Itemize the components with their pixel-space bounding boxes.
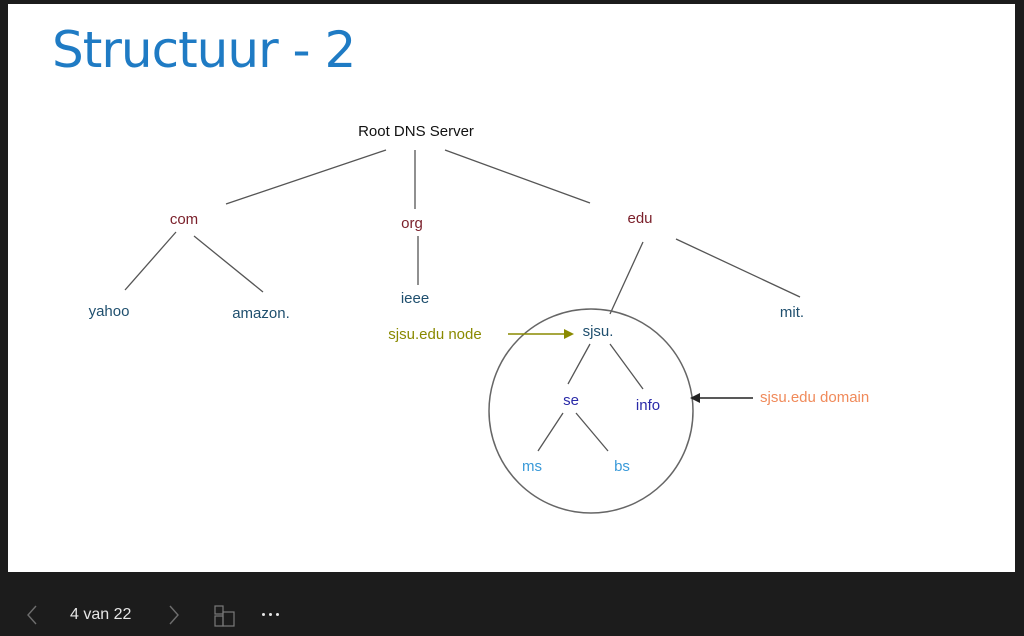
edge-se-bs (575, 412, 609, 452)
node-info: info (636, 397, 660, 414)
node-sjsu: sjsu. (583, 323, 614, 340)
slide-title: Structuur - 2 (52, 21, 356, 79)
node-ms: ms (522, 458, 542, 475)
dns-tree-diagram: Root DNS Server com org edu yahoo amazon… (89, 123, 869, 514)
node-annotation-label: sjsu.edu node (388, 326, 481, 343)
node-org: org (401, 215, 423, 232)
node-se: se (563, 392, 579, 409)
edge-root-edu (444, 149, 591, 204)
page-counter: 4 van 22 (70, 606, 132, 623)
thumbnails-button[interactable] (211, 602, 237, 630)
more-icon (261, 612, 279, 616)
node-bs: bs (614, 458, 630, 475)
node-com: com (170, 211, 198, 228)
edge-root-com (225, 149, 387, 205)
edge-se-ms (537, 412, 564, 452)
edge-sjsu-se (567, 343, 591, 385)
edge-com-amazon (193, 235, 264, 293)
domain-annotation-arrow (690, 393, 753, 403)
node-ieee: ieee (401, 290, 429, 307)
edge-com-yahoo (124, 231, 177, 291)
thumbnails-icon (212, 604, 236, 628)
slide: Structuur - 2 (8, 4, 1015, 572)
node-amazon: amazon. (232, 305, 290, 322)
viewer-toolbar: 4 van 22 (0, 572, 1024, 636)
edge-edu-sjsu (609, 241, 644, 315)
edge-edu-mit (675, 238, 801, 298)
node-annotation-arrow (508, 329, 574, 339)
next-slide-button[interactable] (164, 602, 184, 628)
node-edu: edu (627, 210, 652, 227)
chevron-left-icon (27, 605, 37, 625)
more-options-button[interactable] (258, 602, 282, 626)
node-mit: mit. (780, 304, 804, 321)
domain-annotation-label: sjsu.edu domain (760, 389, 869, 406)
previous-slide-button[interactable] (22, 602, 42, 628)
edge-sjsu-info (609, 343, 644, 390)
sjsu-domain-circle (488, 308, 694, 514)
chevron-right-icon (169, 605, 179, 625)
node-root: Root DNS Server (358, 123, 474, 140)
node-yahoo: yahoo (89, 303, 130, 320)
